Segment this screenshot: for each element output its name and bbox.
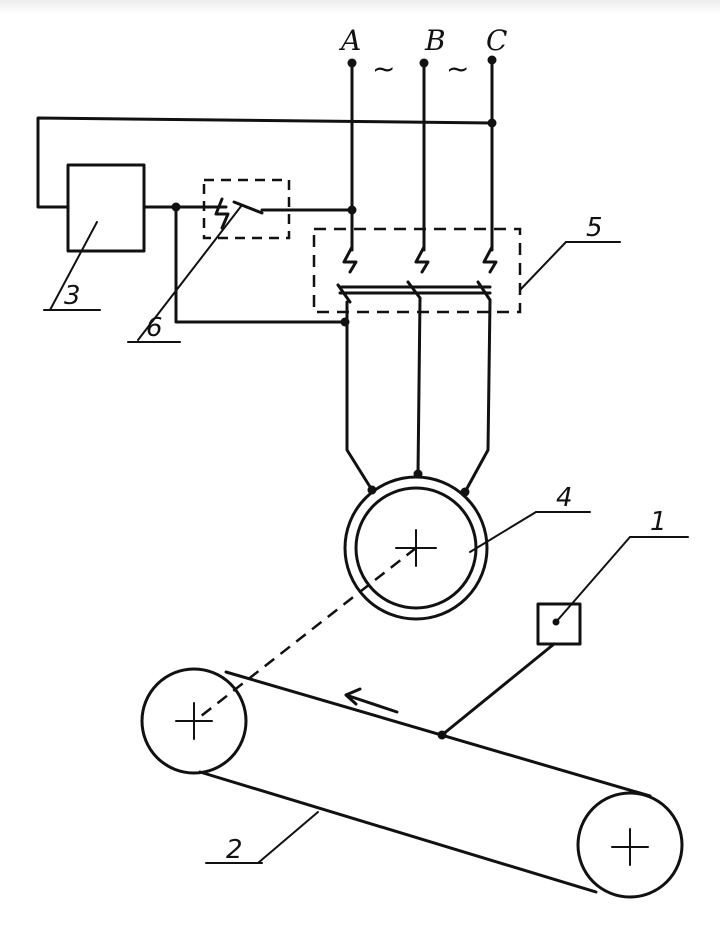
ac-symbol-2: ~ — [446, 52, 469, 85]
shaft-link-dashed — [195, 547, 417, 721]
contactor-coil-a-icon — [342, 245, 358, 274]
contactor-dashed-box — [312, 227, 522, 314]
contactor-coil-b-icon — [414, 245, 430, 274]
switch-contact-icon — [208, 197, 230, 230]
callout-label-6: 6 — [146, 313, 163, 343]
callout-leader-3 — [49, 221, 98, 311]
motor-outer-ring — [343, 475, 489, 621]
junction-a — [347, 205, 357, 215]
conveyor-belt-bottom — [198, 770, 598, 894]
motor-feed-c — [463, 298, 492, 494]
contact-blade-b — [406, 280, 422, 300]
callout-label-3: 3 — [64, 281, 81, 311]
switch-dashed-box — [202, 178, 291, 240]
sensor-arm — [440, 642, 556, 737]
callout-leader-1 — [555, 536, 631, 623]
phase-label-a: A — [338, 24, 361, 57]
callout-label-5: 5 — [586, 213, 603, 243]
switch-blade — [232, 200, 264, 215]
belt-direction-arrow-icon — [344, 687, 399, 714]
callout-label-4: 4 — [556, 483, 573, 513]
callout-leader-6 — [137, 204, 243, 341]
idler-pulley — [576, 791, 684, 899]
callout-label-2: 2 — [226, 835, 243, 865]
phase-label-b: B — [424, 24, 446, 57]
phase-label-c: C — [486, 24, 507, 57]
ac-symbol-1: ~ — [372, 52, 395, 85]
conveyor-belt-top — [224, 670, 652, 798]
control-wire-top — [36, 116, 494, 209]
top-shadow — [0, 0, 720, 14]
control-wire-bottom — [174, 205, 347, 324]
control-unit-box — [66, 163, 146, 253]
contact-blade-a — [336, 283, 352, 304]
callout-leader-4 — [469, 511, 537, 553]
callout-label-1: 1 — [650, 507, 667, 537]
motor-feed-b — [416, 296, 422, 476]
drive-pulley — [140, 667, 248, 775]
contact-blade-c — [476, 280, 492, 302]
callout-leader-2 — [257, 811, 319, 864]
motor-feed-a — [345, 300, 374, 492]
callout-leader-5 — [519, 241, 567, 291]
contactor-coil-c-icon — [482, 245, 498, 274]
junction-c — [487, 118, 497, 128]
sensor-box — [536, 602, 582, 646]
